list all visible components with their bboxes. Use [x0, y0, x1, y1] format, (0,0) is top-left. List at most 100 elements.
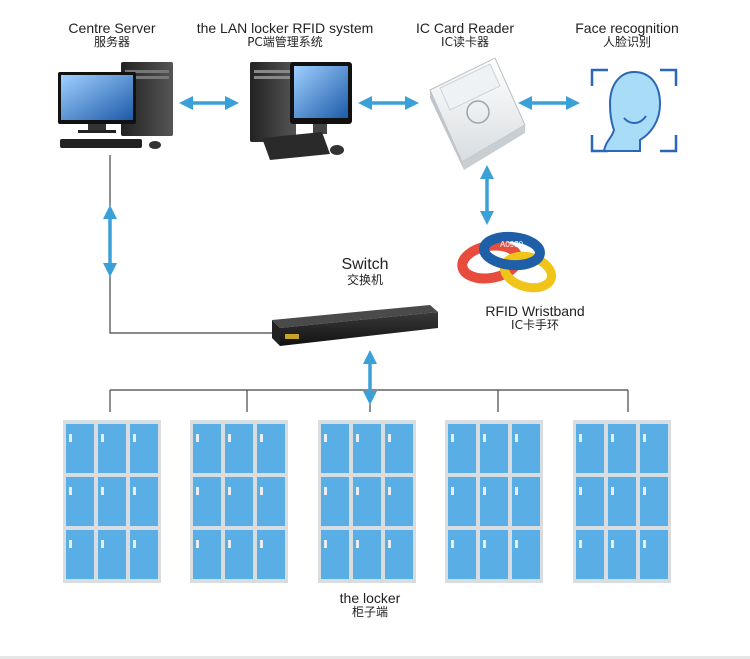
locker-handle — [611, 487, 614, 495]
centre-server-label: Centre Server 服务器 — [50, 20, 174, 50]
locker-handle — [260, 434, 263, 442]
locker-handle — [260, 487, 263, 495]
locker-units — [63, 420, 671, 583]
locker-handle — [451, 487, 454, 495]
locker-door — [480, 424, 508, 473]
locker-handle — [69, 540, 72, 548]
locker-door — [193, 530, 221, 579]
double-arrows — [103, 96, 580, 405]
locker-door — [640, 424, 668, 473]
face-title: Face recognition — [575, 20, 679, 36]
locker-handle — [69, 434, 72, 442]
locker-handle — [643, 487, 646, 495]
locker-handle — [101, 434, 104, 442]
wristband-code-1: A0930 — [500, 240, 524, 249]
face-subtitle: 人脸识别 — [602, 35, 651, 50]
locker-door — [353, 477, 381, 526]
locker-door — [66, 424, 94, 473]
locker-door — [608, 424, 636, 473]
locker-handle — [388, 540, 391, 548]
locker-handle — [356, 540, 359, 548]
locker-handle — [356, 487, 359, 495]
locker-title: the locker — [339, 590, 401, 606]
locker-door — [512, 530, 540, 579]
locker-handle — [388, 434, 391, 442]
wristband-code-2: 01876 — [472, 266, 492, 273]
locker-cabinet — [445, 420, 543, 583]
locker-cabinet — [573, 420, 671, 583]
locker-handle — [133, 487, 136, 495]
locker-cabinet — [318, 420, 416, 583]
locker-handle — [228, 487, 231, 495]
locker-handle — [228, 540, 231, 548]
locker-door — [576, 424, 604, 473]
locker-handle — [101, 487, 104, 495]
locker-door — [480, 530, 508, 579]
switch-label: Switch 交换机 — [325, 256, 405, 288]
locker-door — [576, 477, 604, 526]
locker-handle — [101, 540, 104, 548]
pc-title: the LAN locker RFID system — [196, 20, 374, 36]
locker-handle — [196, 487, 199, 495]
locker-door — [321, 477, 349, 526]
locker-door — [98, 477, 126, 526]
locker-handle — [611, 540, 614, 548]
locker-door — [257, 477, 285, 526]
network-switch-icon — [272, 305, 438, 346]
locker-door — [353, 530, 381, 579]
locker-handle — [324, 540, 327, 548]
locker-door — [480, 477, 508, 526]
locker-subtitle: 柜子端 — [351, 605, 388, 620]
locker-handle — [196, 540, 199, 548]
locker-handle — [196, 434, 199, 442]
locker-door — [321, 530, 349, 579]
locker-door — [640, 477, 668, 526]
locker-handle — [643, 540, 646, 548]
locker-handle — [324, 487, 327, 495]
locker-door — [193, 477, 221, 526]
locker-door — [640, 530, 668, 579]
card-reader-label: IC Card Reader IC读卡器 — [400, 20, 530, 50]
locker-door — [576, 530, 604, 579]
pc-label: the LAN locker RFID system PC端管理系统 — [180, 20, 390, 50]
locker-door — [225, 477, 253, 526]
locker-handle — [451, 540, 454, 548]
locker-door — [98, 424, 126, 473]
locker-door — [448, 530, 476, 579]
server-computer-icon — [58, 62, 173, 149]
pc-subtitle: PC端管理系统 — [247, 35, 323, 50]
locker-door — [257, 530, 285, 579]
locker-door — [608, 477, 636, 526]
locker-door — [130, 477, 158, 526]
locker-handle — [515, 487, 518, 495]
switch-title: Switch — [341, 256, 389, 273]
locker-door — [512, 477, 540, 526]
rfid-wristband-icon: A0930 01876 — [457, 231, 557, 293]
locker-door — [512, 424, 540, 473]
card-reader-icon — [429, 57, 526, 170]
locker-door — [385, 530, 413, 579]
locker-handle — [133, 434, 136, 442]
locker-door — [448, 477, 476, 526]
locker-door — [66, 530, 94, 579]
locker-handle — [483, 540, 486, 548]
locker-handle — [579, 434, 582, 442]
locker-handle — [324, 434, 327, 442]
face-recognition-icon — [590, 68, 678, 153]
pc-computer-icon — [250, 62, 352, 160]
locker-handle — [579, 540, 582, 548]
locker-handle — [579, 487, 582, 495]
locker-handle — [388, 487, 391, 495]
locker-handle — [133, 540, 136, 548]
locker-handle — [260, 540, 263, 548]
locker-door — [257, 424, 285, 473]
locker-handle — [515, 540, 518, 548]
locker-door — [130, 424, 158, 473]
wristband-label: RFID Wristband IC卡手环 — [470, 303, 600, 333]
locker-door — [225, 530, 253, 579]
centre-server-subtitle: 服务器 — [93, 35, 130, 50]
locker-door — [193, 424, 221, 473]
locker-handle — [515, 434, 518, 442]
locker-cabinet — [63, 420, 161, 583]
